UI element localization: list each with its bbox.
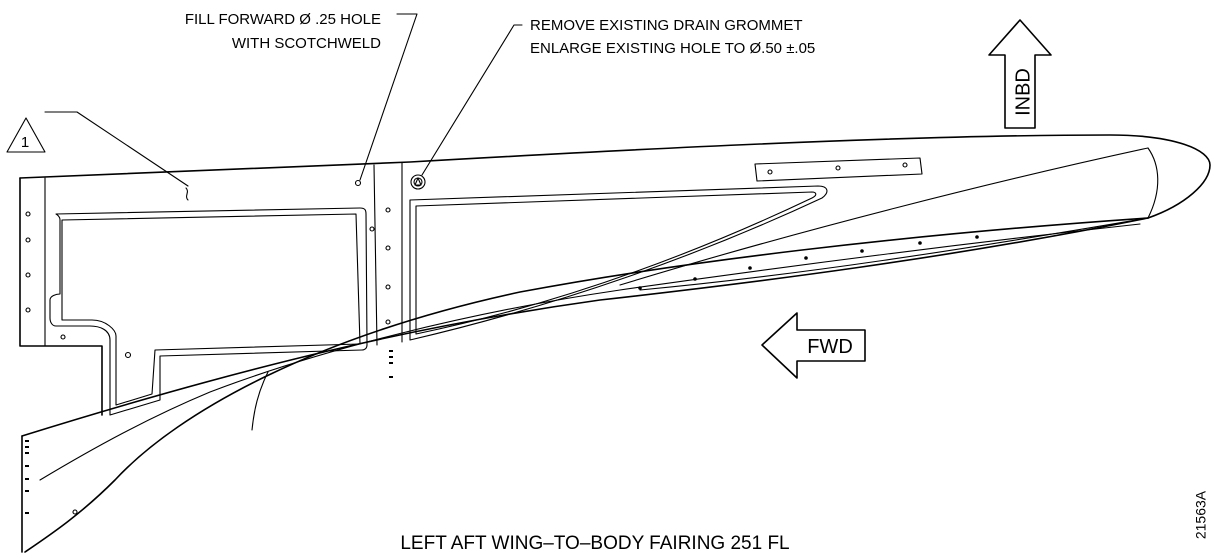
forward-arrow: FWD — [761, 312, 866, 379]
inboard-arrow: INBD — [988, 19, 1052, 129]
flag-note-number: 1 — [21, 134, 29, 151]
forward-hole — [354, 179, 362, 187]
fairing-outline — [19, 134, 1211, 553]
figure-id: 21563A — [1193, 490, 1209, 539]
diagram-caption: LEFT AFT WING–TO–BODY FAIRING 251 FL — [400, 533, 789, 554]
fill-hole-text-line1: FILL FORWARD Ø .25 HOLE — [185, 11, 381, 28]
fastener-row-lower — [638, 235, 979, 290]
flag-triangle — [6, 117, 46, 153]
aft-panel — [49, 207, 368, 416]
drain-callout: REMOVE EXISTING DRAIN GROMMET ENLARGE EX… — [410, 17, 815, 190]
fill-hole-text-line2: WITH SCOTCHWELD — [232, 35, 381, 52]
doubler-plate — [754, 157, 923, 182]
spar-strip — [369, 162, 403, 346]
forward-panel — [409, 185, 828, 341]
fill-hole-callout: FILL FORWARD Ø .25 HOLE WITH SCOTCHWELD — [185, 11, 418, 187]
drain-text-line1: REMOVE EXISTING DRAIN GROMMET — [530, 17, 803, 34]
fastener-column-mid — [389, 350, 393, 378]
fastener-column-left — [25, 211, 31, 313]
fastener-column-aft — [25, 440, 78, 515]
flag-note-callout: 1 — [6, 111, 189, 201]
drain-text-line2: ENLARGE EXISTING HOLE TO Ø.50 ±.05 — [530, 40, 815, 57]
forward-label: FWD — [807, 336, 853, 358]
inboard-label: INBD — [1012, 68, 1034, 116]
